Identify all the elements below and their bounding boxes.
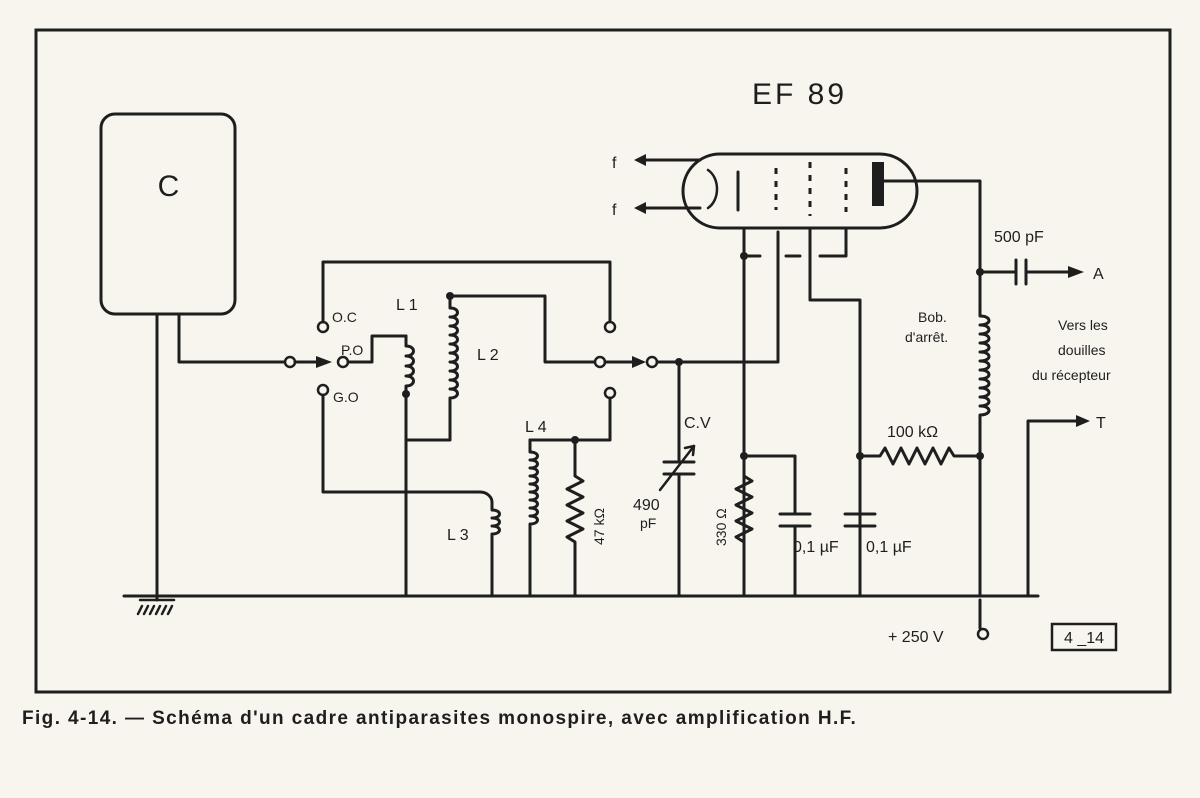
cv-label: C.V (684, 415, 711, 432)
capacitor-500pf: 500 pF A (976, 229, 1104, 286)
band-switch-1: O.C P.O G.O (283, 260, 612, 494)
coil-l4: L 4 (525, 419, 579, 598)
choke-label-1: Bob. (918, 309, 947, 325)
switch-label-go: G.O (333, 389, 359, 405)
output-label-a: A (1093, 266, 1104, 283)
receiver-note-1: Vers les (1058, 317, 1108, 333)
filament-label-2: f (612, 202, 617, 219)
supply-label: + 250 V (888, 629, 944, 646)
output-t: T (1026, 415, 1106, 598)
variable-capacitor: C.V 490 pF (633, 230, 780, 598)
filament-label-1: f (612, 155, 617, 172)
coil-label-l1: L 1 (396, 297, 418, 314)
frame-label: C (158, 170, 183, 203)
capacitor-01-a: 0,1 µF (778, 512, 839, 598)
receiver-note-3: du récepteur (1032, 367, 1111, 383)
supply-terminal: + 250 V (888, 598, 990, 646)
coil-label-l4: L 4 (525, 419, 547, 436)
band-switch-2 (528, 320, 659, 442)
coil-l1: L 1 (396, 297, 418, 442)
cap-label-500pf: 500 pF (994, 229, 1044, 246)
coil-l2: L 2 (404, 292, 602, 442)
tube-label: EF 89 (752, 78, 847, 111)
switch-label-po: P.O (341, 342, 363, 358)
cap-label-01-b: 0,1 µF (866, 539, 912, 556)
resistor-label-100k: 100 kΩ (887, 424, 938, 441)
coil-l3: L 3 (447, 490, 501, 598)
resistor-47k: 47 kΩ (565, 438, 607, 598)
figure-caption: Fig. 4-14. — Schéma d'un cadre antiparas… (22, 708, 858, 729)
coil-label-l3: L 3 (447, 527, 469, 544)
resistor-label-330: 330 Ω (713, 508, 729, 546)
resistor-label-47k: 47 kΩ (591, 508, 607, 545)
cv-value-number: 490 (633, 497, 660, 514)
resistor-330: 330 Ω (713, 452, 797, 546)
figure-border (34, 28, 1172, 694)
cap-label-01-a: 0,1 µF (793, 539, 839, 556)
figure-id-box: 4 _14 (1050, 622, 1118, 652)
figure-id: 4 _14 (1064, 630, 1104, 647)
coil-label-l2: L 2 (477, 347, 499, 364)
choke-label-2: d'arrêt. (905, 329, 948, 345)
rf-choke: Bob. d'arrêt. (905, 306, 991, 598)
receiver-note-2: douilles (1058, 342, 1105, 358)
resistor-100k: 100 kΩ (858, 424, 982, 466)
receiver-note: Vers les douilles du récepteur (1032, 317, 1111, 383)
ground-symbol (136, 598, 176, 616)
output-label-t: T (1096, 415, 1106, 432)
cv-value-unit: pF (640, 515, 656, 531)
switch-label-oc: O.C (332, 309, 357, 325)
capacitor-01-b: 0,1 µF (843, 452, 912, 556)
circuit-schematic: C O.C P.O G.O L 1 L 2 (34, 28, 1172, 694)
frame-antenna: C (99, 112, 290, 602)
